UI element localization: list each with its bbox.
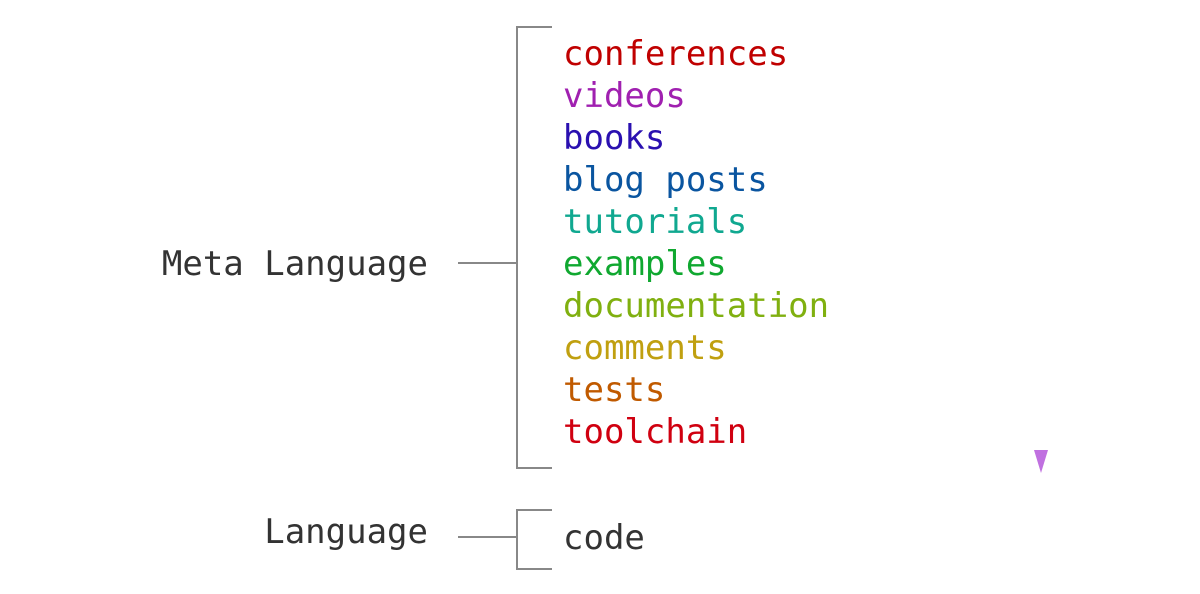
meta-item-examples: examples <box>563 244 727 284</box>
meta-language-bracket <box>516 26 552 469</box>
meta-item-toolchain: toolchain <box>563 412 748 452</box>
language-label: Language <box>264 512 428 552</box>
meta-item-tutorials: tutorials <box>563 202 748 242</box>
meta-item-comments: comments <box>563 328 727 368</box>
language-item-code: code <box>563 518 645 558</box>
meta-language-label: Meta Language <box>161 244 428 284</box>
meta-item-books: books <box>563 118 666 158</box>
meta-item-documentation: documentation <box>563 286 830 326</box>
meta-item-conferences: conferences <box>563 34 789 74</box>
meta-item-tests: tests <box>563 370 666 410</box>
meta-item-videos: videos <box>563 76 686 116</box>
language-bracket <box>516 509 552 570</box>
down-arrow-head <box>1034 450 1048 473</box>
meta-item-blog-posts: blog posts <box>563 160 768 200</box>
